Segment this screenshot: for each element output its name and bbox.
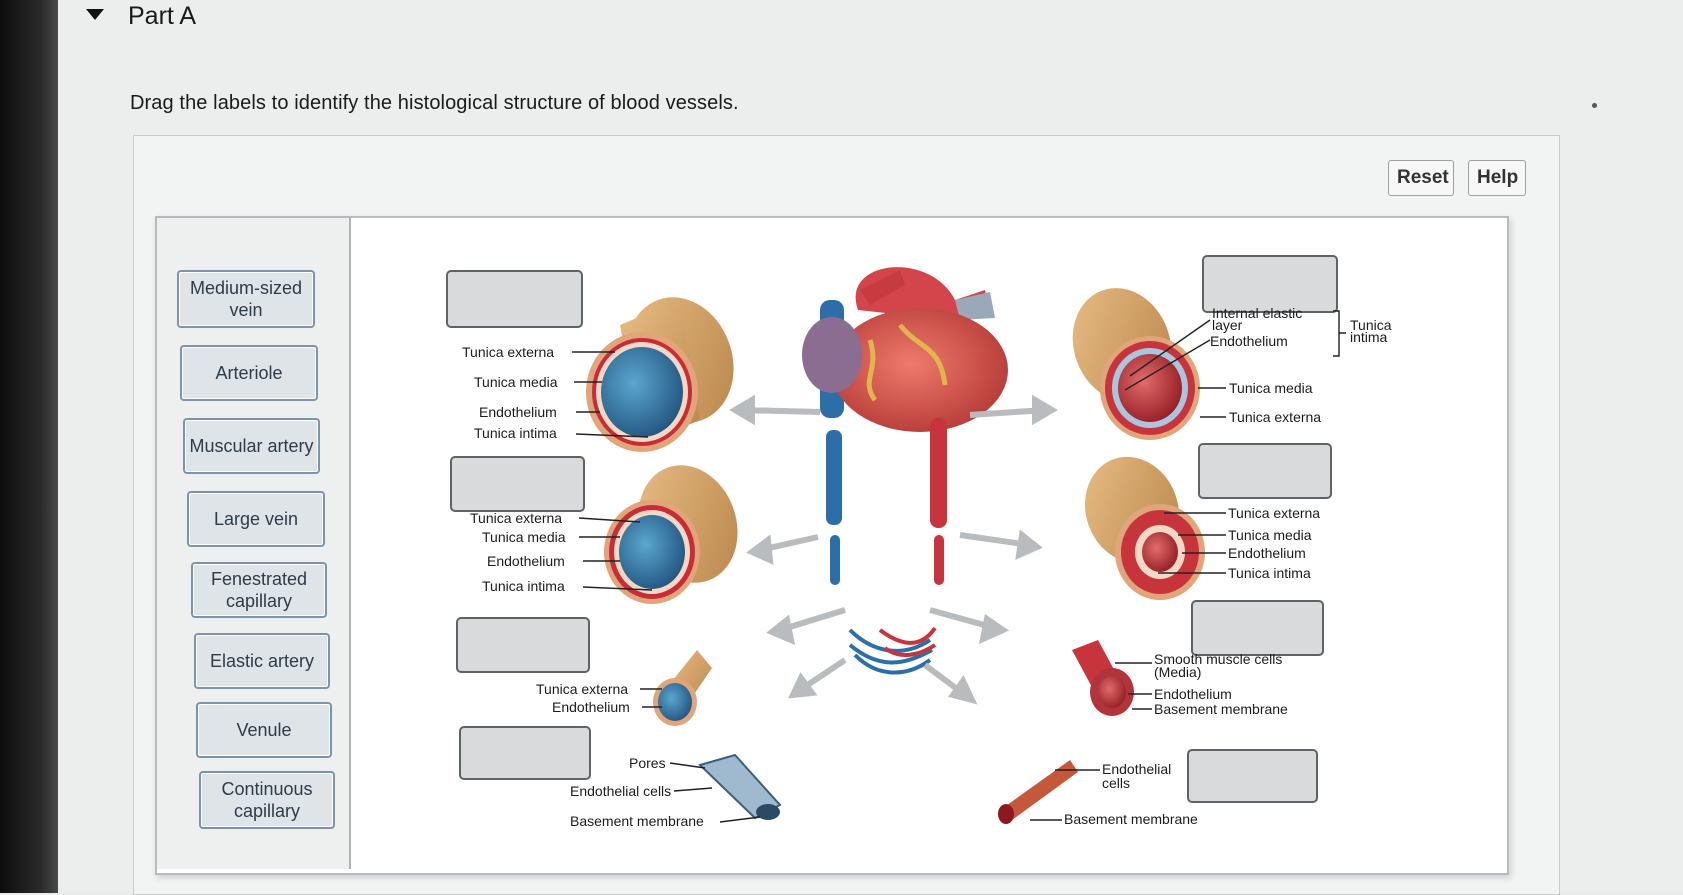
help-button[interactable]: Help — [1468, 160, 1526, 196]
elastic-label-tunica-media: Tunica media — [1229, 380, 1313, 396]
label-chip-text: Large vein — [213, 509, 299, 529]
arteriole-label-media: (Media) — [1154, 664, 1201, 680]
continuous-label-endothelial: Endothelial — [1102, 761, 1171, 777]
label-chip-elastic-artery[interactable]: Elastic artery — [194, 633, 330, 689]
vein2-label-tunica-externa: Tunica externa — [470, 510, 562, 526]
muscular-label-tunica-media: Tunica media — [1228, 527, 1312, 543]
capillary-label-pores: Pores — [629, 755, 666, 771]
collapse-caret-icon[interactable] — [86, 9, 104, 20]
elastic-label-endothelium: Endothelium — [1210, 333, 1288, 349]
arteriole-segment — [1072, 640, 1134, 716]
vein1-label-tunica-externa: Tunica externa — [462, 344, 554, 360]
venule-cross-section — [653, 650, 712, 726]
drop-target-8[interactable] — [1187, 749, 1318, 803]
elastic-label-intima: intima — [1350, 329, 1388, 345]
fenestrated-capillary-segment — [698, 753, 782, 820]
muscular-label-tunica-externa: Tunica externa — [1228, 505, 1320, 521]
drop-target-3[interactable] — [456, 617, 590, 673]
continuous-label-basement-membrane: Basement membrane — [1064, 811, 1198, 827]
muscular-label-endothelium: Endothelium — [1228, 545, 1306, 561]
drop-target-7[interactable] — [1191, 600, 1324, 656]
label-chip-text: Medium-sized vein — [189, 278, 303, 320]
part-title: Part A — [128, 2, 197, 30]
label-chip-arteriole[interactable]: Arteriole — [180, 345, 318, 401]
capillary-label-endothelial-cells: Endothelial cells — [570, 783, 671, 799]
label-chip-large-vein[interactable]: Large vein — [187, 491, 325, 547]
heart-illustration — [802, 267, 1008, 675]
drop-target-2[interactable] — [450, 456, 585, 512]
label-chip-muscular-artery[interactable]: Muscular artery — [183, 418, 320, 474]
vein1-label-tunica-media: Tunica media — [474, 374, 558, 390]
menu-dot-icon — [1592, 103, 1597, 108]
flow-arrows — [729, 394, 1058, 705]
vein1-label-tunica-intima: Tunica intima — [474, 425, 557, 441]
label-chip-text: Arteriole — [215, 363, 283, 383]
question-instructions: Drag the labels to identify the histolog… — [130, 92, 739, 114]
elastic-label-tunica-externa: Tunica externa — [1229, 409, 1321, 425]
drop-target-6[interactable] — [1198, 443, 1332, 499]
elastic-label-layer: layer — [1212, 317, 1243, 333]
label-chip-text: Fenestrated capillary — [210, 569, 308, 611]
elastic-label-tunica: Tunica — [1350, 317, 1392, 333]
label-chip-text: Continuous capillary — [221, 779, 313, 821]
vein-cross-section-1 — [586, 297, 734, 452]
reset-button[interactable]: Reset — [1388, 160, 1454, 196]
drop-target-1[interactable] — [446, 270, 583, 328]
venule-label-endothelium: Endothelium — [552, 699, 630, 715]
label-chip-fenestrated-capillary[interactable]: Fenestrated capillary — [191, 562, 327, 618]
vein1-label-endothelium: Endothelium — [479, 404, 557, 420]
label-chip-medium-sized-vein[interactable]: Medium-sized vein — [177, 270, 315, 328]
vein2-label-endothelium: Endothelium — [487, 553, 565, 569]
leader-lines — [572, 310, 1346, 823]
arteriole-label-smooth-muscle: Smooth muscle cells — [1154, 651, 1282, 667]
drop-target-5[interactable] — [1202, 255, 1338, 313]
arteriole-label-endothelium: Endothelium — [1154, 686, 1232, 702]
label-chip-venule[interactable]: Venule — [196, 702, 332, 758]
vein-cross-section-2 — [604, 465, 738, 604]
monitor-bezel — [0, 0, 58, 893]
drop-target-4[interactable] — [459, 726, 591, 780]
elastic-label-internal-elastic: Internal elastic — [1212, 305, 1302, 321]
vein2-label-tunica-media: Tunica media — [482, 529, 566, 545]
label-chip-text: Venule — [236, 720, 292, 740]
continuous-label-cells: cells — [1102, 775, 1130, 791]
muscular-label-tunica-intima: Tunica intima — [1228, 565, 1311, 581]
label-chip-text: Elastic artery — [209, 651, 315, 671]
venule-label-tunica-externa: Tunica externa — [536, 681, 628, 697]
label-chip-continuous-capillary[interactable]: Continuous capillary — [199, 771, 335, 829]
arteriole-label-basement-membrane: Basement membrane — [1154, 701, 1288, 717]
capillary-label-basement-membrane: Basement membrane — [570, 813, 704, 829]
vein2-label-tunica-intima: Tunica intima — [482, 578, 565, 594]
label-chip-text: Muscular artery — [189, 436, 314, 456]
continuous-capillary-segment — [998, 760, 1078, 824]
elastic-artery-cross-section — [1072, 288, 1200, 440]
muscular-artery-cross-section — [1084, 456, 1205, 600]
